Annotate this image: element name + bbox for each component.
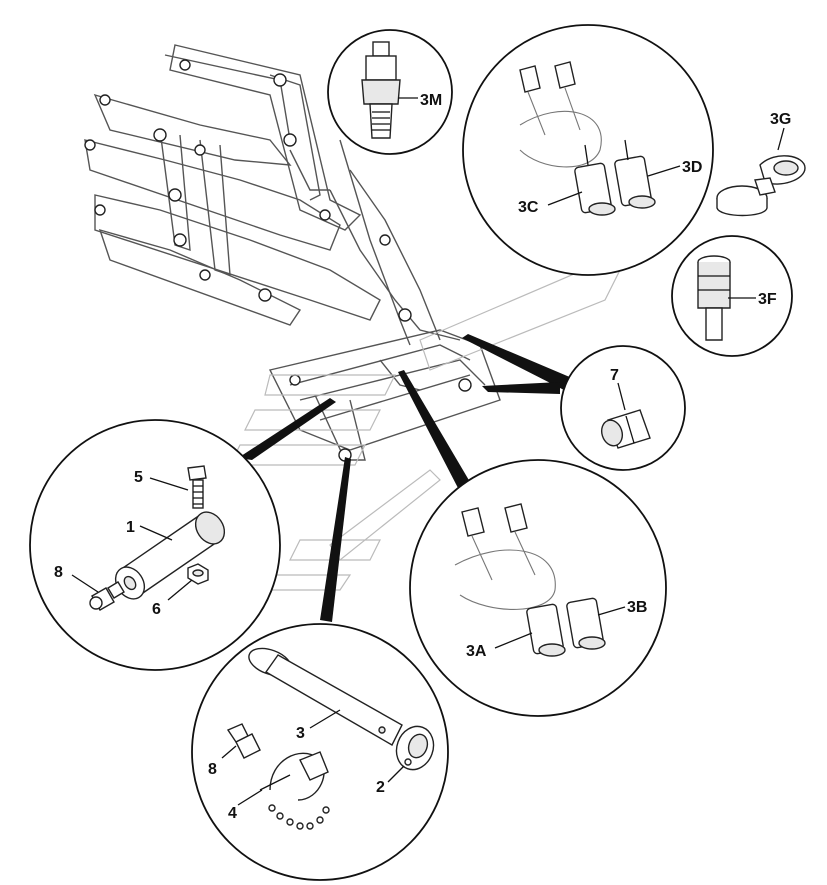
fitting-3f bbox=[697, 255, 731, 341]
label-1: 1 bbox=[126, 519, 135, 536]
detail-7-circle: 7 bbox=[560, 345, 686, 471]
detail-leaders bbox=[238, 334, 572, 622]
label-6: 6 bbox=[152, 601, 161, 618]
label-3a: 3A bbox=[466, 643, 487, 660]
grease-nipple-8-bottom bbox=[226, 723, 261, 759]
leader-wedge-bottom-detail bbox=[320, 457, 351, 622]
label-7: 7 bbox=[610, 367, 619, 384]
detail-1-5-6-8-circle: 5 1 6 8 bbox=[29, 419, 281, 671]
detail-3f-circle: 3F bbox=[671, 235, 793, 357]
label-4: 4 bbox=[228, 805, 237, 822]
couplers-3a-3b bbox=[454, 503, 606, 657]
leader-wedge-left-detail bbox=[238, 398, 336, 460]
leader-wedge-7-upper bbox=[462, 334, 572, 390]
bolt-5 bbox=[187, 465, 207, 509]
label-3b: 3B bbox=[627, 599, 647, 616]
detail-3a-3b-circle: 3A 3B bbox=[409, 459, 667, 717]
label-3c: 3C bbox=[518, 199, 539, 216]
bushing-7 bbox=[600, 409, 651, 449]
couplers-3c-3d bbox=[519, 61, 656, 216]
label-8-bottom: 8 bbox=[208, 761, 217, 778]
label-3g: 3G bbox=[770, 111, 791, 128]
label-3f: 3F bbox=[758, 291, 777, 308]
label-2: 2 bbox=[376, 779, 385, 796]
label-5: 5 bbox=[134, 469, 143, 486]
detail-3g: 3G bbox=[716, 111, 806, 217]
lynch-pin-4 bbox=[259, 751, 330, 830]
grease-nipple-8-left bbox=[89, 581, 125, 611]
label-3m: 3M bbox=[420, 92, 442, 109]
detail-3m-circle: 3M bbox=[327, 29, 453, 155]
collar-2 bbox=[395, 725, 435, 771]
label-3d: 3D bbox=[682, 159, 702, 176]
pin-3 bbox=[248, 647, 403, 746]
detail-2-3-4-8-circle: 3 2 8 4 bbox=[191, 623, 449, 881]
nut-6 bbox=[187, 563, 209, 585]
label-8-left: 8 bbox=[54, 564, 63, 581]
fitting-3m bbox=[361, 41, 401, 139]
leader-wedge-right-detail bbox=[398, 370, 470, 488]
label-3: 3 bbox=[296, 725, 305, 742]
detail-3c-3d-circle: 3C 3D bbox=[462, 24, 714, 276]
leader-wedge-7-lower bbox=[482, 382, 560, 394]
